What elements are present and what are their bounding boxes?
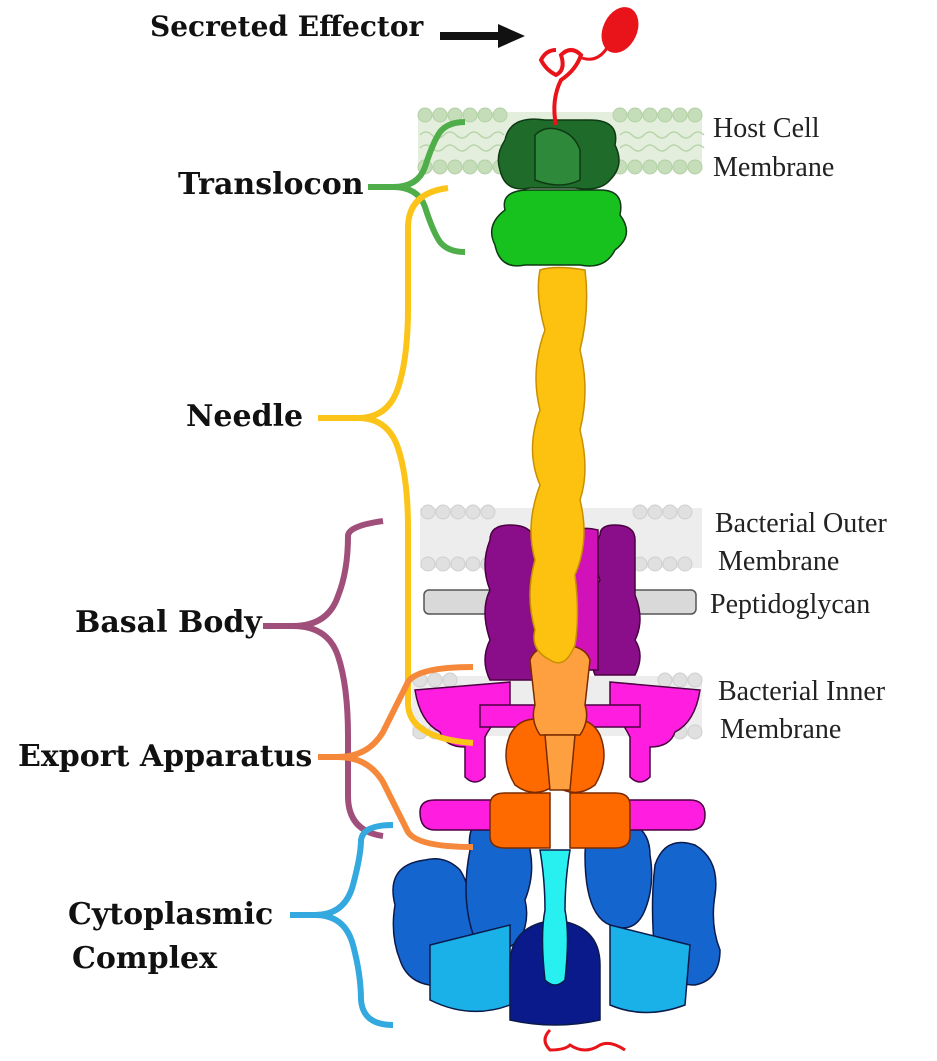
- cytoplasmic-bracket: [290, 825, 393, 1025]
- label-inner-membrane-2: Membrane: [720, 714, 841, 745]
- label-basal-body: Basal Body: [75, 605, 263, 640]
- label-inner-membrane: Bacterial Inner: [718, 676, 886, 707]
- label-peptidoglycan: Peptidoglycan: [710, 589, 870, 620]
- label-needle: Needle: [186, 399, 303, 434]
- bottom-effector-tail: [545, 1030, 625, 1050]
- label-complex: Complex: [72, 941, 218, 976]
- label-host-membrane: Membrane: [713, 152, 834, 183]
- label-secreted-effector: Secreted Effector: [150, 10, 425, 43]
- label-export-apparatus: Export Apparatus: [18, 739, 312, 774]
- basal-body-bracket: [263, 521, 383, 836]
- label-outer-membrane: Bacterial Outer: [715, 508, 887, 539]
- label-translocon: Translocon: [178, 167, 364, 202]
- label-host-cell: Host Cell: [713, 113, 820, 144]
- effector-arrow: [440, 24, 525, 48]
- secreted-effector: [541, 1, 646, 125]
- translocon-complex: [492, 119, 627, 266]
- label-outer-membrane-2: Membrane: [718, 546, 839, 577]
- label-cytoplasmic: Cytoplasmic: [68, 897, 273, 932]
